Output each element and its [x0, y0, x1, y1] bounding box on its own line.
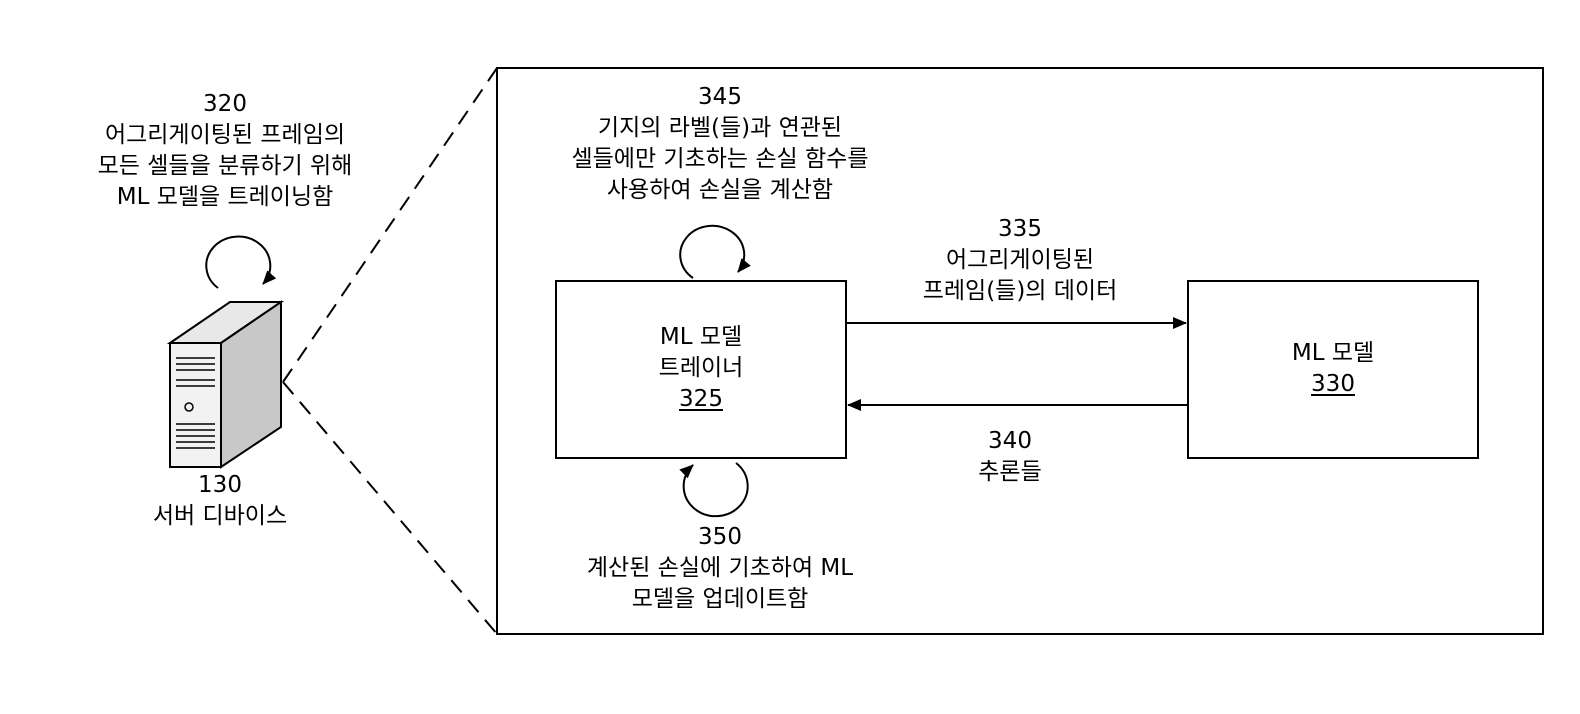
- step-number-335: 335: [870, 214, 1170, 245]
- caption-345-line-2: 셀들에만 기초하는 손실 함수를: [520, 144, 920, 175]
- server-tower-icon: [170, 302, 281, 467]
- step-number-340: 340: [910, 426, 1110, 457]
- server-label: 130 서버 디바이스: [120, 470, 320, 532]
- caption-350: 350 계산된 손실에 기초하여 ML 모델을 업데이트함: [520, 522, 920, 615]
- caption-340: 340 추론들: [910, 426, 1110, 488]
- loop-arrow-350: [684, 463, 748, 516]
- model-number: 330: [1188, 369, 1478, 400]
- trainer-number: 325: [556, 384, 846, 415]
- server-number: 130: [120, 470, 320, 501]
- caption-320-line-2: 모든 셀들을 분류하기 위해: [60, 151, 390, 182]
- caption-350-line-2: 모델을 업데이트함: [520, 584, 920, 615]
- loop-arrow-345: [680, 226, 744, 278]
- caption-320-line-1: 어그리게이팅된 프레임의: [60, 120, 390, 151]
- caption-320: 320 어그리게이팅된 프레임의 모든 셀들을 분류하기 위해 ML 모델을 트…: [60, 89, 390, 213]
- step-number-345: 345: [520, 82, 920, 113]
- caption-350-line-1: 계산된 손실에 기초하여 ML: [520, 553, 920, 584]
- server-name: 서버 디바이스: [120, 501, 320, 532]
- trainer-line-2: 트레이너: [556, 353, 846, 384]
- caption-335-line-1: 어그리게이팅된: [870, 245, 1170, 276]
- loop-arrow-320: [206, 237, 270, 288]
- model-label: ML 모델 330: [1188, 338, 1478, 400]
- trainer-line-1: ML 모델: [556, 322, 846, 353]
- caption-340-line: 추론들: [910, 457, 1110, 488]
- caption-335-line-2: 프레임(들)의 데이터: [870, 276, 1170, 307]
- caption-335: 335 어그리게이팅된 프레임(들)의 데이터: [870, 214, 1170, 307]
- model-line: ML 모델: [1188, 338, 1478, 369]
- step-number-320: 320: [60, 89, 390, 120]
- trainer-label: ML 모델 트레이너 325: [556, 322, 846, 415]
- step-number-350: 350: [520, 522, 920, 553]
- caption-320-line-3: ML 모델을 트레이닝함: [60, 182, 390, 213]
- caption-345: 345 기지의 라벨(들)과 연관된 셀들에만 기초하는 손실 함수를 사용하여…: [520, 82, 920, 206]
- caption-345-line-1: 기지의 라벨(들)과 연관된: [520, 113, 920, 144]
- caption-345-line-3: 사용하여 손실을 계산함: [520, 175, 920, 206]
